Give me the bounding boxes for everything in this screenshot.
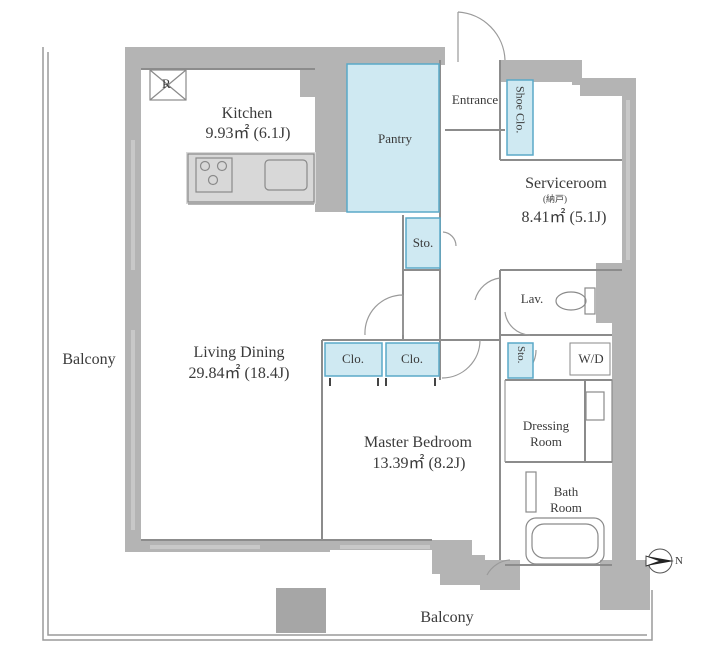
bath-room-line2: Room <box>550 499 582 515</box>
living-dining-name: Living Dining <box>193 344 285 361</box>
serviceroom-area: 8.41㎡ (5.1J) <box>521 209 607 226</box>
refrigerator-icon <box>149 69 187 101</box>
balcony-south-name: Balcony <box>420 609 474 626</box>
compass-icon <box>645 548 674 574</box>
refrigerator-label: R <box>162 76 171 91</box>
closet-1-name: Clo. <box>341 351 365 366</box>
storage-1-name: Sto. <box>412 235 434 250</box>
master-bedroom-area: 13.39㎡ (8.2J) <box>372 455 466 472</box>
balcony-west-name: Balcony <box>62 351 116 368</box>
closet-1-area <box>324 342 383 377</box>
kitchen-area: 9.93㎡ (6.1J) <box>205 125 291 142</box>
compass-label: N <box>675 555 683 567</box>
shoe-closet-name: Shoe Clo. <box>513 86 528 134</box>
sink-icon <box>264 159 308 191</box>
washer-dryer-icon <box>569 342 611 376</box>
kitchen-name: Kitchen <box>221 105 273 122</box>
vanity-icon <box>584 379 613 463</box>
lavatory-name: Lav. <box>520 291 544 306</box>
master-bedroom-name: Master Bedroom <box>364 434 472 451</box>
bathtub-icon <box>525 471 605 565</box>
windows <box>131 100 630 549</box>
kitchen-counter <box>187 153 315 205</box>
closet-2-area <box>385 342 440 377</box>
balcony-outline <box>42 47 653 641</box>
dressing-room-line2: Room <box>530 433 562 449</box>
washer-dryer-name: W/D <box>578 351 604 366</box>
serviceroom-name: Serviceroom <box>525 175 607 192</box>
toilet-icon <box>555 287 596 315</box>
storage-areas <box>324 63 534 379</box>
dressing-room-line1: Dressing <box>522 418 570 433</box>
shoe-closet-area <box>506 79 534 156</box>
dressing-room-name: Dressing Room <box>510 418 582 449</box>
bath-room-name: Bath Room <box>540 484 592 515</box>
pantry-name: Pantry <box>378 131 412 146</box>
stove-icon <box>195 157 233 193</box>
pantry-area <box>346 63 440 213</box>
entrance-name: Entrance <box>451 92 499 107</box>
living-dining-area: 29.84㎡ (18.4J) <box>188 365 290 382</box>
storage-2-area <box>507 342 534 379</box>
interior-walls <box>141 60 622 566</box>
serviceroom-note: (納戸) <box>543 194 567 204</box>
bath-room-line1: Bath <box>553 484 579 499</box>
closet-2-name: Clo. <box>400 351 424 366</box>
storage-1-area <box>405 217 441 269</box>
storage-2-name: Sto. <box>515 346 528 364</box>
closet-ticks <box>329 378 436 386</box>
